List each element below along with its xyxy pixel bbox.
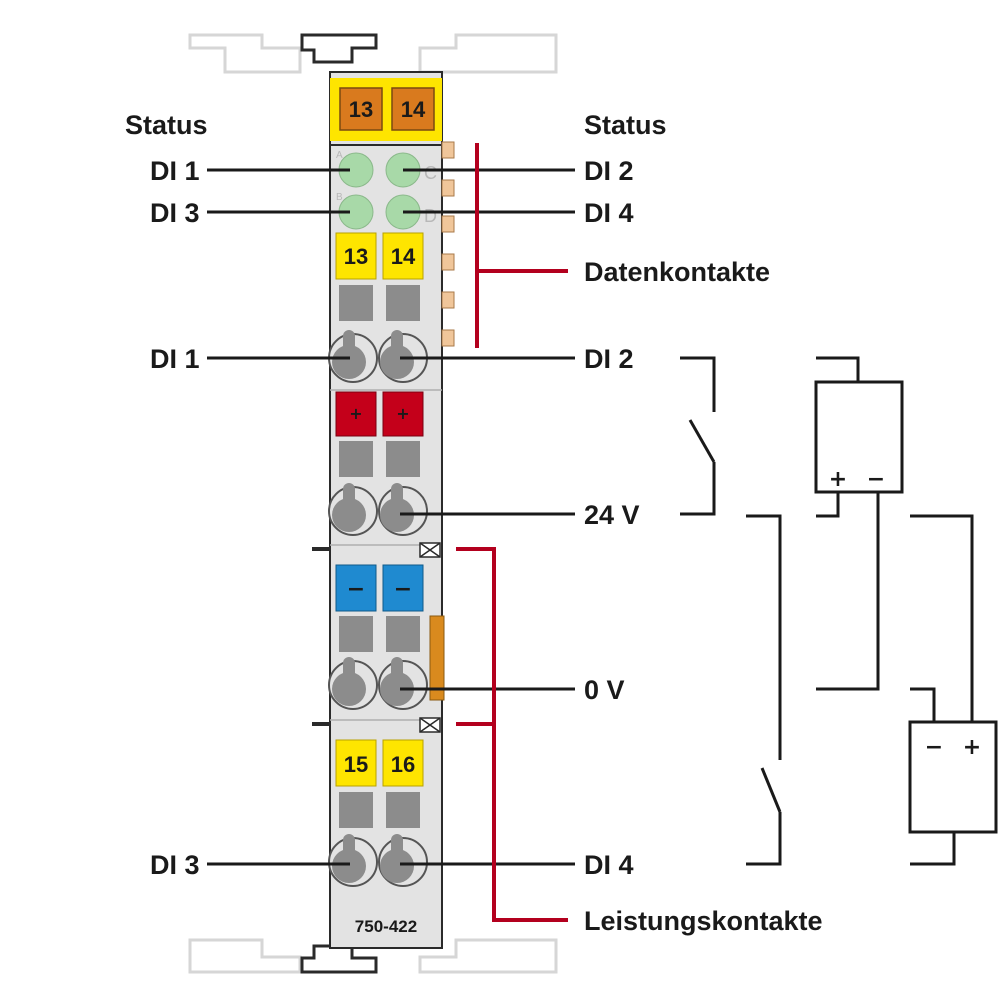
clamp-group-2	[328, 483, 428, 536]
switch-di2	[680, 356, 716, 516]
top-marker-14	[391, 87, 435, 131]
lower-supply-plus: +	[963, 735, 981, 760]
label-di4-status: DI 4	[584, 198, 634, 228]
status-label-right: Status	[584, 110, 667, 140]
release-slot	[339, 441, 373, 477]
clamp-group-1	[328, 330, 428, 383]
data-contacts-bracket	[475, 143, 568, 348]
clamp-group-4	[328, 834, 428, 887]
terminal-marker-minus-1	[335, 564, 377, 612]
label-24v: 24 V	[584, 500, 640, 530]
leader-lines	[207, 168, 575, 866]
terminal-marker-plus-1	[335, 391, 377, 437]
release-slot	[339, 792, 373, 828]
terminal-15-label: 15	[344, 752, 368, 777]
data-contact-tabs	[441, 141, 455, 347]
terminal-marker-minus-2	[382, 564, 424, 612]
power-supply-upper	[814, 356, 904, 691]
terminal-marker-15	[335, 739, 377, 787]
label-di1-status: DI 1	[150, 156, 200, 186]
label-di2-terminal: DI 2	[584, 344, 634, 374]
power-contact-notch	[419, 542, 441, 733]
label-di4-terminal: DI 4	[584, 850, 634, 880]
status-label-left: Status	[125, 110, 208, 140]
terminal-marker-13	[335, 232, 377, 280]
terminal-16-label: 16	[391, 752, 415, 777]
led-letter-d: D	[424, 206, 437, 226]
release-slot	[386, 285, 420, 321]
clamp-group-3	[328, 657, 428, 710]
terminal-minus-2-label: −	[394, 577, 412, 602]
power-contacts-bracket	[456, 547, 568, 922]
led-letter-a: A	[336, 150, 343, 161]
terminal-marker-plus-2	[382, 391, 424, 437]
power-supply-lower	[908, 514, 998, 866]
part-number: 750-422	[355, 917, 417, 936]
release-slot	[386, 792, 420, 828]
release-slot	[386, 616, 420, 652]
top-marker-14-label: 14	[401, 97, 426, 122]
label-leistungskontakte: Leistungskontakte	[584, 906, 823, 936]
label-di1-terminal: DI 1	[150, 344, 200, 374]
release-slot	[339, 285, 373, 321]
led-letter-c: C	[424, 163, 437, 183]
label-0v: 0 V	[584, 675, 625, 705]
lower-supply-minus: −	[925, 735, 943, 760]
label-datenkontakte: Datenkontakte	[584, 257, 770, 287]
upper-supply-plus: +	[829, 467, 847, 492]
top-marker-13	[339, 87, 383, 131]
release-slot	[339, 616, 373, 652]
terminal-marker-14	[382, 232, 424, 280]
terminal-plus-1-label: +	[349, 404, 362, 423]
upper-supply-minus: −	[867, 467, 885, 492]
label-di3-status: DI 3	[150, 198, 200, 228]
terminal-marker-16	[382, 739, 424, 787]
switch-di4	[746, 514, 782, 866]
terminal-minus-1-label: −	[347, 577, 365, 602]
power-jumper-contact	[429, 615, 445, 701]
terminal-plus-2-label: +	[396, 404, 409, 423]
led-letter-b: B	[336, 192, 343, 203]
rail-clips	[300, 33, 378, 974]
top-marker-13-label: 13	[349, 97, 373, 122]
terminal-14-label: 14	[391, 244, 416, 269]
label-di2-status: DI 2	[584, 156, 634, 186]
label-di3-terminal: DI 3	[150, 850, 200, 880]
terminal-13-label: 13	[344, 244, 368, 269]
release-slot	[386, 441, 420, 477]
